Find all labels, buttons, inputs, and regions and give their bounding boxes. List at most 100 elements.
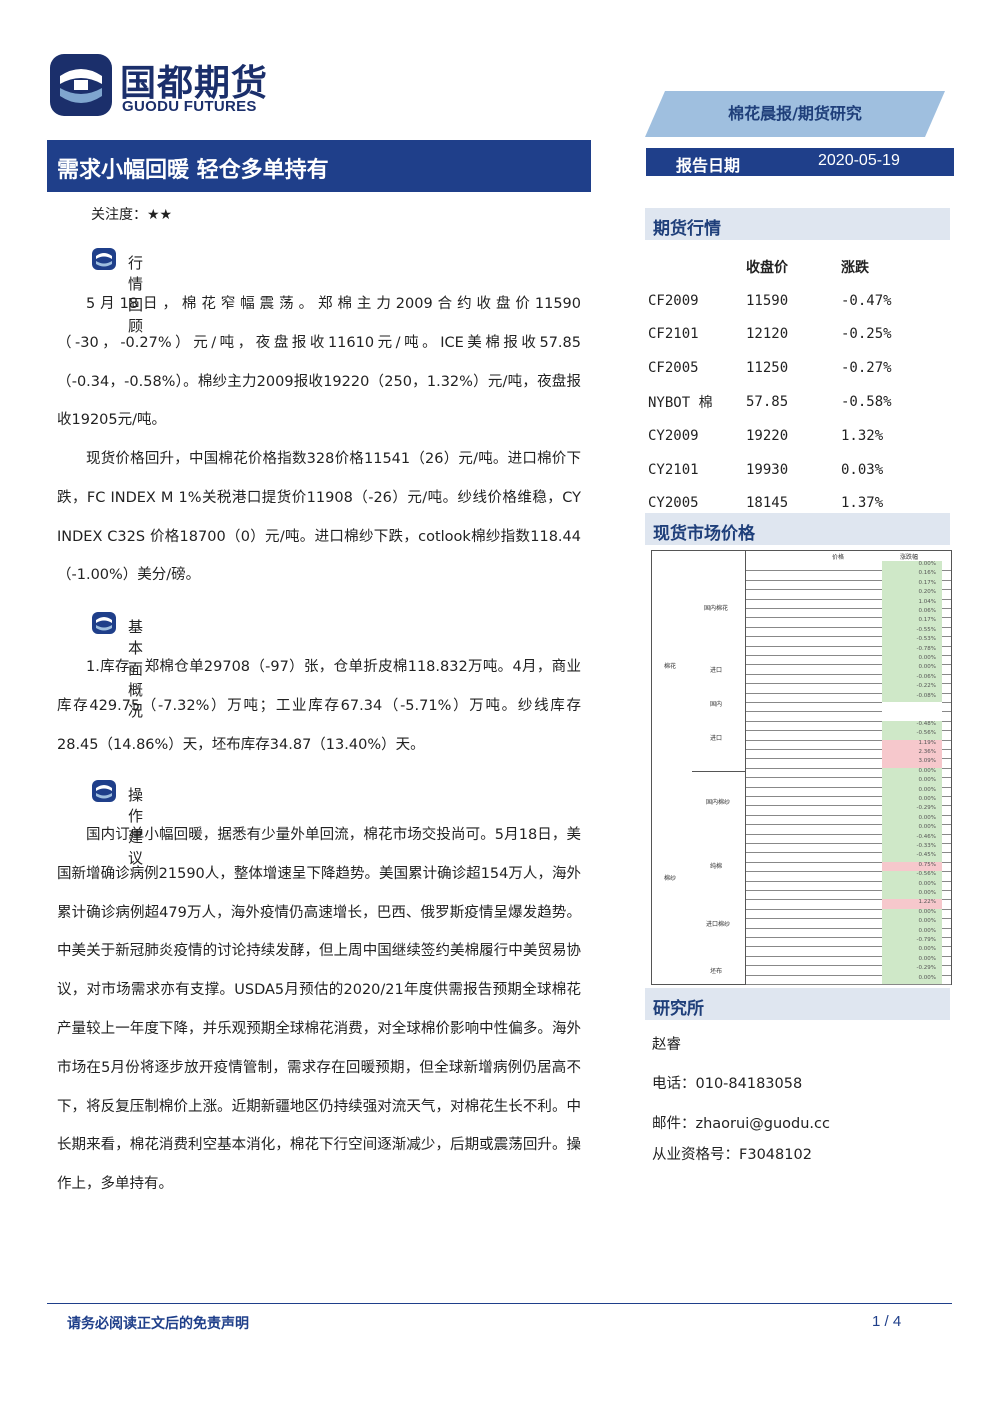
spot-row [746,711,951,722]
spot-item-change: 0.00% [882,880,942,891]
spot-item-change: 2.36% [882,749,942,759]
futures-panel-title: 期货行情 [653,219,721,239]
section-bullet-icon [92,612,116,634]
report-date-value: 2020-05-19 [818,152,900,169]
spot-row: 0.00% [746,664,951,675]
spot-item-change: 0.20% [882,589,942,599]
section-heading-label: 行情回顾 [128,254,144,335]
spot-row: 0.00% [746,777,951,788]
spot-row: 0.00% [746,786,951,797]
change-cell: -0.47% [841,292,892,309]
spot-row: 0.00% [746,974,951,985]
spot-item-change: 0.00% [882,955,942,966]
contract-cell: CY2009 [648,427,699,444]
research-panel-header: 研究所 [645,988,950,1020]
page-title: 需求小幅回暖 轻仓多单持有 [57,157,329,183]
spot-item-change: 0.17% [882,579,942,590]
spot-row: -0.55% [746,626,951,638]
spot-row: 0.75% [746,861,951,873]
spot-row: 0.00% [746,908,951,920]
spot-row: 0.00% [746,824,951,835]
spot-item-change [882,702,942,712]
spot-item-change: 0.00% [882,890,942,900]
spot-item-change: -0.55% [882,626,942,637]
spot-group-label: 进口 [710,735,723,742]
section-heading-label: 操作建议 [128,786,144,867]
spot-item-change: 0.00% [882,918,942,928]
close-price-cell: 11590 [746,292,789,309]
spot-item-change: -0.45% [882,852,942,862]
spot-row: 0.00% [746,946,951,957]
report-date-label: 报告日期 [676,156,741,175]
analyst-name: 赵睿 [652,1037,681,1053]
section-bullet-icon [92,780,116,802]
spot-row: 3.09% [746,758,951,769]
spot-row: 0.06% [746,608,951,619]
spot-group-label: 坯布 [710,968,723,975]
spot-row: 1.19% [746,739,951,750]
spot-row: -0.79% [746,937,951,948]
paragraph-fundamentals: 1.库存。郑棉仓单29708（-97）张，仓单折皮棉118.832万吨。4月，商… [57,659,581,753]
attention-rating: 关注度：★★ [91,207,173,223]
report-date-bar: 报告日期 2020-05-19 [646,148,954,176]
spot-item-change: 0.00% [882,664,942,674]
spot-row: 0.00% [746,655,951,666]
spot-row: 0.17% [746,617,951,628]
spot-row: 0.00% [746,880,951,891]
spot-item-change: 0.00% [882,767,942,778]
spot-item-change: 0.00% [882,786,942,797]
table-row: CF2005 11250 -0.27% [648,351,948,385]
spot-row: -0.06% [746,673,951,685]
change-cell: -0.27% [841,360,892,377]
close-price-cell: 19930 [746,461,789,478]
spot-item-change: -0.33% [882,843,942,853]
spot-group-label: 国内棉花 [704,605,729,612]
change-cell: -0.25% [841,326,892,343]
spot-item-change: -0.22% [882,683,942,693]
spot-row: 0.17% [746,579,951,591]
spot-row: 0.00% [746,955,951,967]
contract-cell: CF2009 [648,292,699,309]
spot-item-change: 0.00% [882,824,942,834]
spot-item-change: -0.78% [882,645,942,656]
guodu-logo-icon [50,54,112,116]
paragraph-market-review-2: 现货价格回升，中国棉花价格指数328价格11541（26）元/吨。进口棉价下跌，… [57,451,581,584]
analyst-email: 邮件：zhaorui@guodu.cc [652,1116,830,1132]
spot-item-change: 1.19% [882,739,942,750]
paragraph-strategy: 国内订单小幅回暖，据悉有少量外单回流，棉花市场交投尚可。5月18日，美国新增确诊… [57,827,581,1193]
spot-item-change: 0.16% [882,570,942,580]
section-bullet-icon [92,248,116,270]
research-panel-title: 研究所 [653,999,704,1019]
spot-row: 0.00% [746,796,951,807]
spot-row: 0.00% [746,918,951,929]
contract-cell: CF2005 [648,360,699,377]
spot-row: 0.20% [746,589,951,600]
spot-row: 0.00% [746,767,951,779]
spot-item-change [882,711,942,721]
spot-row: -0.78% [746,645,951,656]
spot-group-label: 棉花 [664,663,677,670]
spot-group-label: 国内棉纱 [706,799,731,806]
analyst-license: 从业资格号：F3048102 [652,1147,812,1163]
spot-row: -0.56% [746,871,951,882]
spot-row: 1.22% [746,899,951,910]
analyst-phone: 电话：010-84183058 [652,1076,803,1092]
spot-item-change: 0.00% [882,974,942,985]
spot-item-change: 0.00% [882,777,942,787]
logo-chinese-name: 国都期货 [120,63,269,104]
spot-row: 0.00% [746,814,951,826]
disclaimer-notice: 请务必阅读正文后的免责声明 [67,1316,249,1332]
contract-cell: NYBOT 棉 [648,395,713,412]
close-price-cell: 11250 [746,360,789,377]
spot-item-change: -0.79% [882,937,942,947]
contract-cell: CY2005 [648,495,699,512]
change-cell: 1.37% [841,495,884,512]
spot-row: 2.36% [746,749,951,760]
page-number: 1 / 4 [872,1313,902,1330]
spot-item-change: 1.04% [882,598,942,609]
logo-english-name: GUODU FUTURES [122,98,257,115]
